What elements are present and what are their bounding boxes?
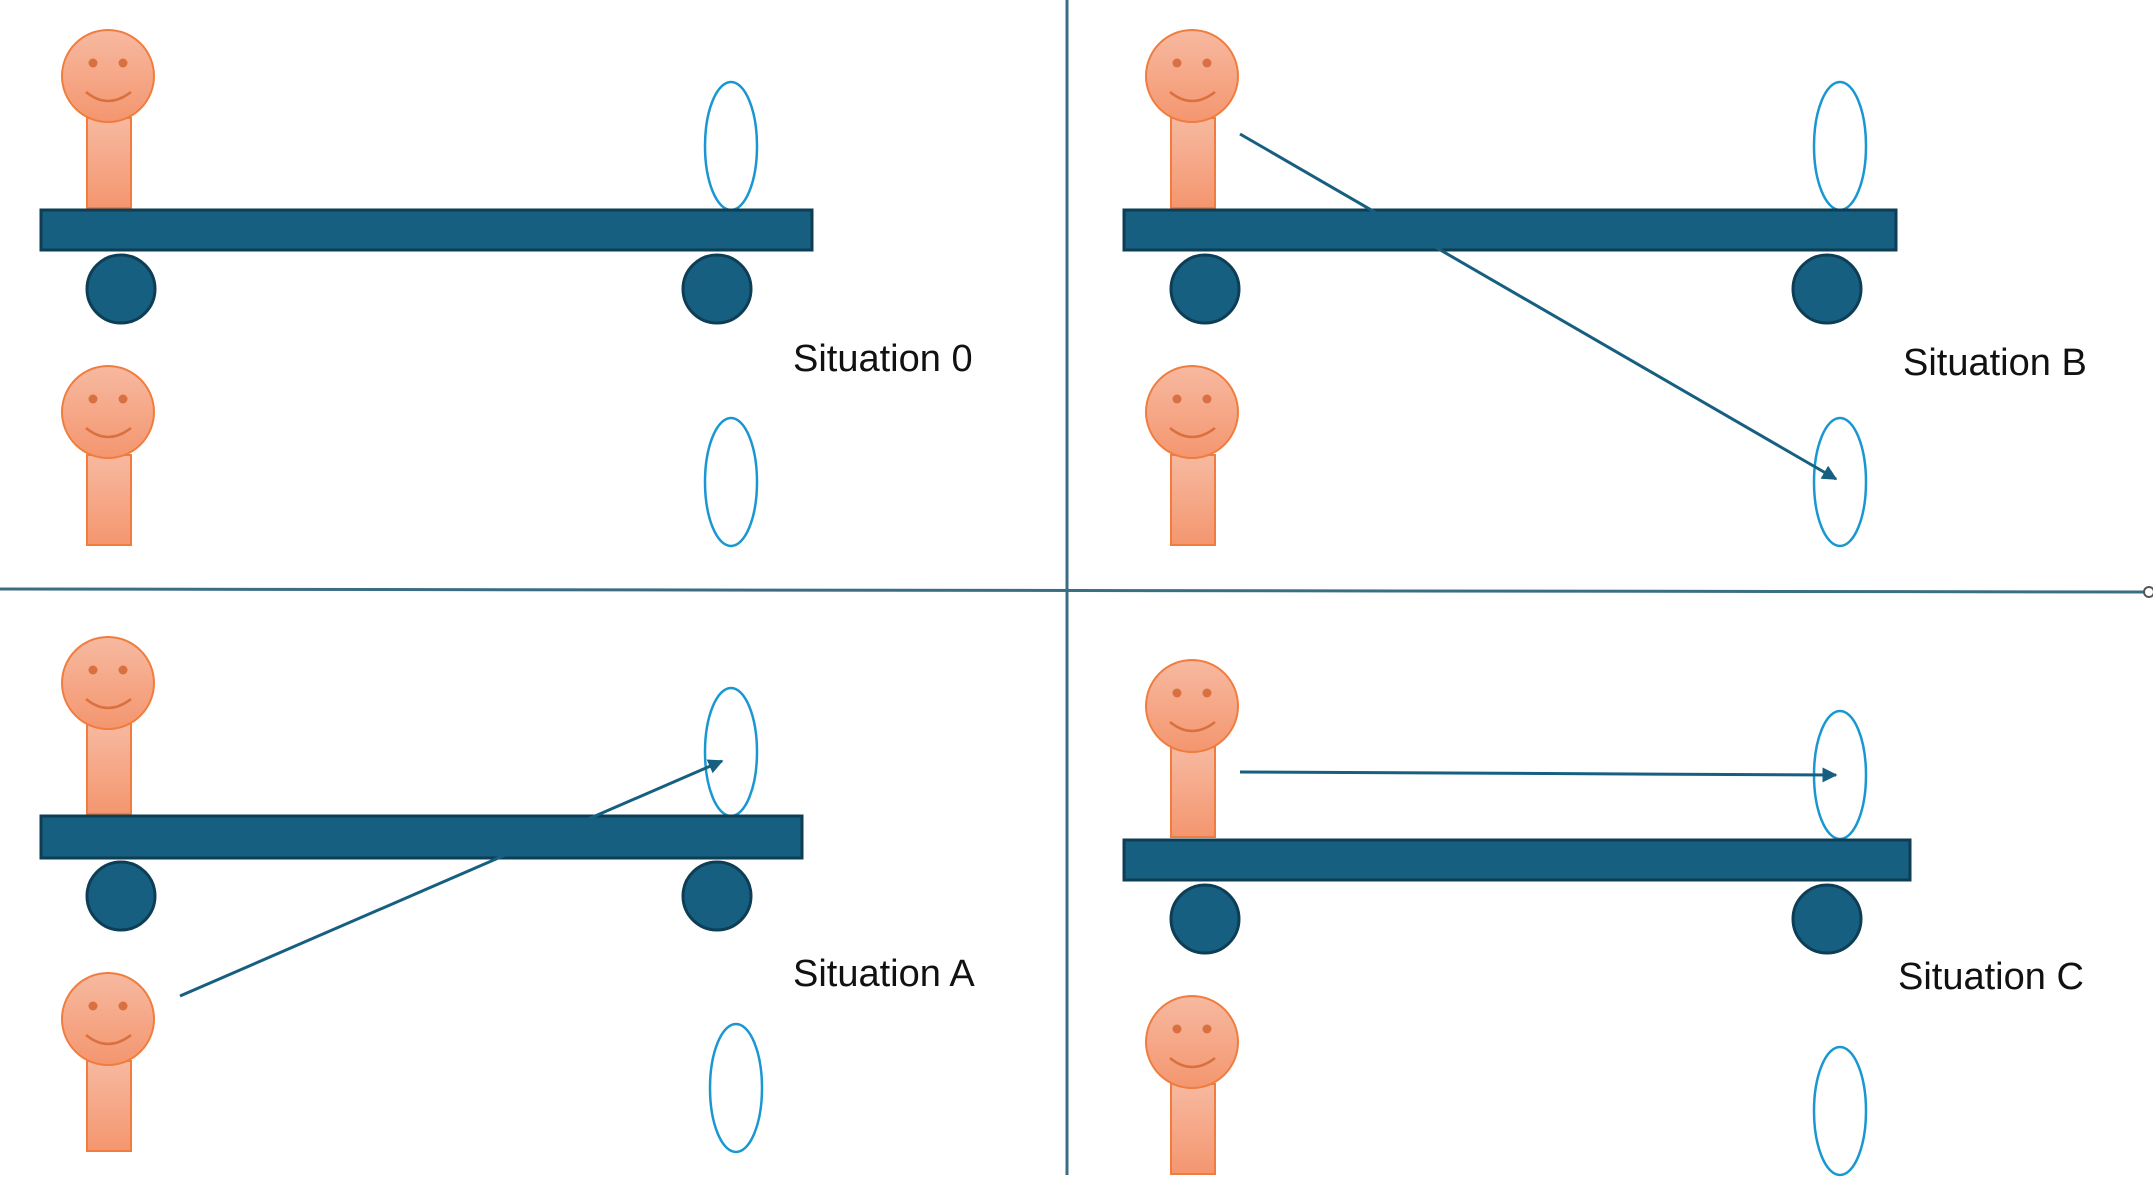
wheel-left bbox=[85, 253, 157, 325]
person-top bbox=[61, 636, 155, 815]
caption-situation-a: Situation A bbox=[793, 953, 975, 995]
person-bottom bbox=[1145, 365, 1239, 546]
person-top bbox=[1145, 29, 1239, 209]
train-car bbox=[39, 814, 804, 932]
light-arrow bbox=[1239, 767, 1838, 783]
light-arrow bbox=[179, 759, 724, 998]
wheel-right bbox=[1791, 253, 1863, 325]
mirror-bottom bbox=[1812, 416, 1868, 548]
wheel-right bbox=[681, 860, 753, 932]
panel-situation-0: Situation 0 bbox=[39, 29, 973, 548]
smiley-face-icon bbox=[1145, 995, 1239, 1089]
wheel-left bbox=[85, 860, 157, 932]
mirror-top bbox=[703, 80, 759, 212]
divider-end-handle bbox=[2143, 586, 2153, 598]
light-arrow bbox=[1239, 132, 1838, 481]
panel-situation-b: Situation B bbox=[1122, 29, 2087, 548]
mirror-top bbox=[703, 686, 759, 818]
train-car bbox=[39, 208, 814, 325]
smiley-face-icon bbox=[1145, 365, 1239, 459]
person-bottom bbox=[61, 365, 155, 546]
caption-situation-b: Situation B bbox=[1903, 342, 2087, 384]
train-car bbox=[1122, 208, 1898, 325]
person-top bbox=[61, 29, 155, 209]
wheel-left bbox=[1169, 253, 1241, 325]
person-bottom bbox=[1145, 995, 1239, 1175]
smiley-face-icon bbox=[61, 29, 155, 123]
horizontal-divider bbox=[0, 587, 2151, 594]
smiley-face-icon bbox=[61, 636, 155, 730]
mirror-bottom bbox=[703, 416, 759, 548]
smiley-face-icon bbox=[1145, 29, 1239, 123]
wheel-right bbox=[681, 253, 753, 325]
panel-situation-a: Situation A bbox=[39, 636, 975, 1154]
wheel-right bbox=[1791, 883, 1863, 955]
smiley-face-icon bbox=[61, 972, 155, 1066]
person-top bbox=[1145, 659, 1239, 838]
wheel-left bbox=[1169, 883, 1241, 955]
caption-situation-0: Situation 0 bbox=[793, 338, 973, 380]
caption-situation-c: Situation C bbox=[1898, 956, 2084, 998]
smiley-face-icon bbox=[1145, 659, 1239, 753]
mirror-top bbox=[1812, 80, 1868, 212]
mirror-bottom bbox=[1812, 1045, 1868, 1177]
train-car bbox=[1122, 838, 1912, 955]
smiley-face-icon bbox=[61, 365, 155, 459]
person-bottom bbox=[61, 972, 155, 1152]
panel-situation-c: Situation C bbox=[1122, 659, 2084, 1177]
mirror-bottom bbox=[708, 1022, 764, 1154]
